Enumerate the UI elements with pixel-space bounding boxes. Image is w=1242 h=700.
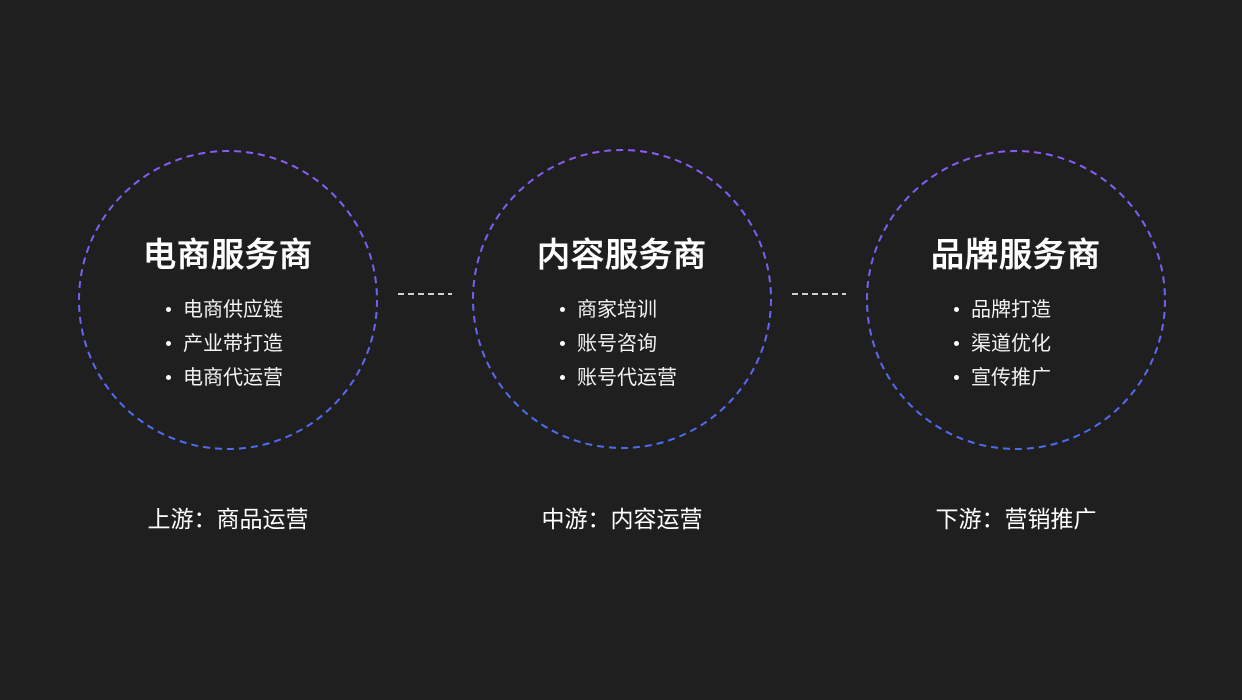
list-item: 产业带打造 — [166, 328, 283, 362]
list-item-label: 品牌打造 — [971, 297, 1051, 321]
node-brand-provider: 品牌服务商 品牌打造 渠道优化 宣传推广 — [866, 150, 1166, 450]
bullet-icon — [954, 341, 959, 346]
caption-downstream: 下游：营销推广 — [935, 507, 1097, 533]
list-item-label: 产业带打造 — [183, 331, 283, 355]
bullet-icon — [166, 307, 171, 312]
list-item: 渠道优化 — [954, 328, 1051, 362]
list-item: 品牌打造 — [954, 294, 1051, 328]
node-items-list: 品牌打造 渠道优化 宣传推广 — [954, 294, 1051, 396]
bullet-icon — [166, 375, 171, 380]
node-ecommerce-provider: 电商服务商 电商供应链 产业带打造 电商代运营 — [78, 150, 378, 450]
list-item: 宣传推广 — [954, 362, 1051, 396]
list-item: 账号代运营 — [560, 362, 677, 396]
list-item-label: 账号代运营 — [577, 365, 677, 389]
list-item: 账号咨询 — [560, 328, 677, 362]
bullet-icon — [954, 307, 959, 312]
bullet-icon — [954, 375, 959, 380]
bullet-icon — [560, 375, 565, 380]
list-item: 电商供应链 — [166, 294, 283, 328]
list-item: 电商代运营 — [166, 362, 283, 396]
caption-upstream: 上游：商品运营 — [147, 507, 309, 533]
list-item: 商家培训 — [560, 294, 677, 328]
node-content-provider: 内容服务商 商家培训 账号咨询 账号代运营 — [472, 150, 772, 450]
node-title: 电商服务商 — [143, 235, 313, 274]
list-item-label: 商家培训 — [577, 297, 657, 321]
node-items-list: 商家培训 账号咨询 账号代运营 — [560, 294, 677, 396]
list-item-label: 渠道优化 — [971, 331, 1051, 355]
bullet-icon — [166, 341, 171, 346]
node-title: 品牌服务商 — [931, 235, 1101, 274]
ring-3 — [866, 150, 1166, 450]
ring-2 — [472, 149, 772, 449]
list-item-label: 电商供应链 — [183, 297, 283, 321]
ring-1 — [78, 150, 378, 450]
bullet-icon — [560, 341, 565, 346]
bullet-icon — [560, 307, 565, 312]
list-item-label: 宣传推广 — [971, 365, 1051, 389]
node-items-list: 电商供应链 产业带打造 电商代运营 — [166, 294, 283, 396]
caption-midstream: 中游：内容运营 — [541, 507, 703, 533]
node-title: 内容服务商 — [537, 235, 707, 274]
list-item-label: 账号咨询 — [577, 331, 657, 355]
list-item-label: 电商代运营 — [183, 365, 283, 389]
